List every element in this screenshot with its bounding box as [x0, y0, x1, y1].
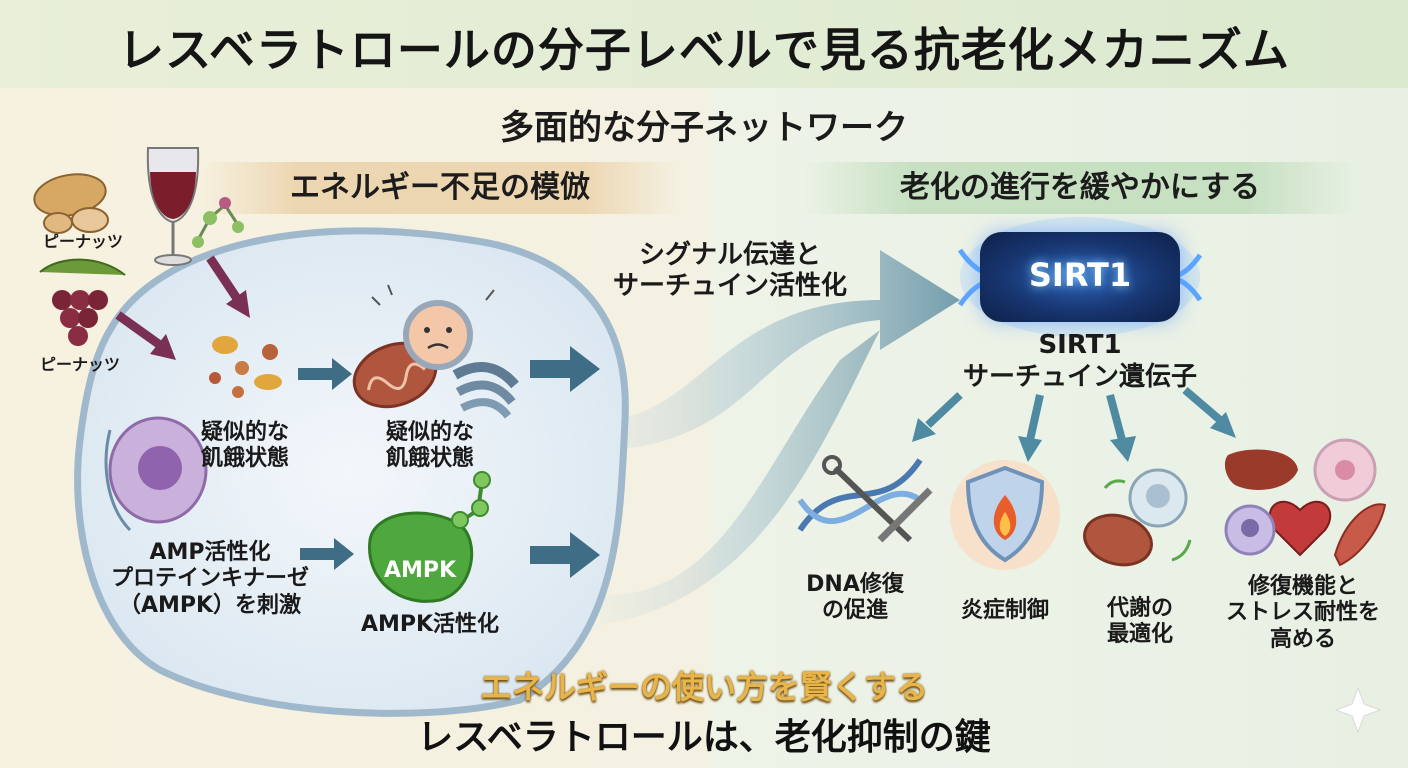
label-signal: シグナル伝達と サーチュイン活性化	[612, 240, 847, 302]
golgi-icon	[452, 362, 519, 419]
label-metabolism: 代謝の 最適化	[1106, 596, 1173, 648]
sirt1-desc: サーチュイン遺伝子	[962, 362, 1197, 392]
label-peanut-bottom: ピーナッツ	[39, 355, 120, 374]
label-stress: 修復機能と ストレス耐性を 高める	[1225, 574, 1380, 652]
arrow-grape-in	[115, 311, 176, 360]
arrow-out-top	[530, 346, 600, 392]
label-peanut-top: ピーナッツ	[42, 232, 123, 251]
arrow-to-stress	[1182, 386, 1236, 438]
main-flow-arrow	[600, 250, 960, 625]
label-ampk-activation: AMPK活性化	[360, 612, 500, 637]
label-dna-repair: DNA修復 の促進	[806, 572, 904, 624]
molecule-cluster	[209, 336, 282, 398]
arrow-to-mito	[298, 358, 352, 390]
label-inflammation: 炎症制御	[960, 598, 1049, 623]
label-starvation-left: 疑似的な 飢餓状態	[200, 420, 289, 472]
arrow-wine-in	[206, 255, 250, 318]
wine-glass-icon	[146, 147, 200, 266]
arrow-to-inflammation	[1018, 394, 1044, 462]
sirt1-chip-label: SIRT1	[1028, 256, 1132, 294]
left-banner: エネルギー不足の模倣	[200, 162, 680, 214]
resveratrol-molecule	[192, 197, 244, 248]
grape-icon	[39, 258, 126, 346]
right-banner: 老化の進行を緩やかにする	[800, 162, 1360, 214]
liver-icon	[1224, 449, 1298, 490]
label-starvation-right: 疑似的な 飢餓状態	[385, 420, 474, 472]
arrow-to-metabolism	[1106, 393, 1136, 462]
ampk-chip-label: AMPK	[383, 558, 457, 583]
shield-flame-icon	[950, 460, 1060, 570]
page-subtitle: 多面的な分子ネットワーク	[500, 108, 908, 148]
tagline: エネルギーの使い方を賢くする	[479, 668, 928, 706]
sad-face-icon	[371, 284, 495, 370]
sirt1-chip	[980, 232, 1180, 322]
cell-icon	[1083, 468, 1192, 567]
immune-cell-icon	[1313, 438, 1377, 502]
page-title: レスベラトロールの分子レベルで見る抗老化メカニズム	[118, 23, 1290, 77]
arrow-to-dna	[912, 392, 963, 442]
peanut-icon	[33, 173, 109, 234]
dna-helix-icon	[797, 455, 933, 543]
sparkle-icon	[1334, 686, 1382, 734]
label-ampk-stimulus: AMP活性化 プロテインキナーゼ （AMPK）を刺激	[110, 540, 309, 618]
title-band	[0, 0, 1408, 88]
arrow-out-bottom	[530, 532, 600, 578]
sirt1-name: SIRT1	[1038, 330, 1122, 360]
heart-icon	[1268, 500, 1332, 557]
purple-cell-icon	[1224, 504, 1276, 556]
arrow-to-ampk	[300, 538, 354, 570]
nucleus-icon	[104, 416, 208, 532]
cell-membrane	[74, 227, 629, 717]
muscle-icon	[1333, 503, 1387, 567]
conclusion: レスベラトロールは、老化抑制の鍵	[417, 717, 991, 758]
ampk-icon	[368, 471, 491, 603]
